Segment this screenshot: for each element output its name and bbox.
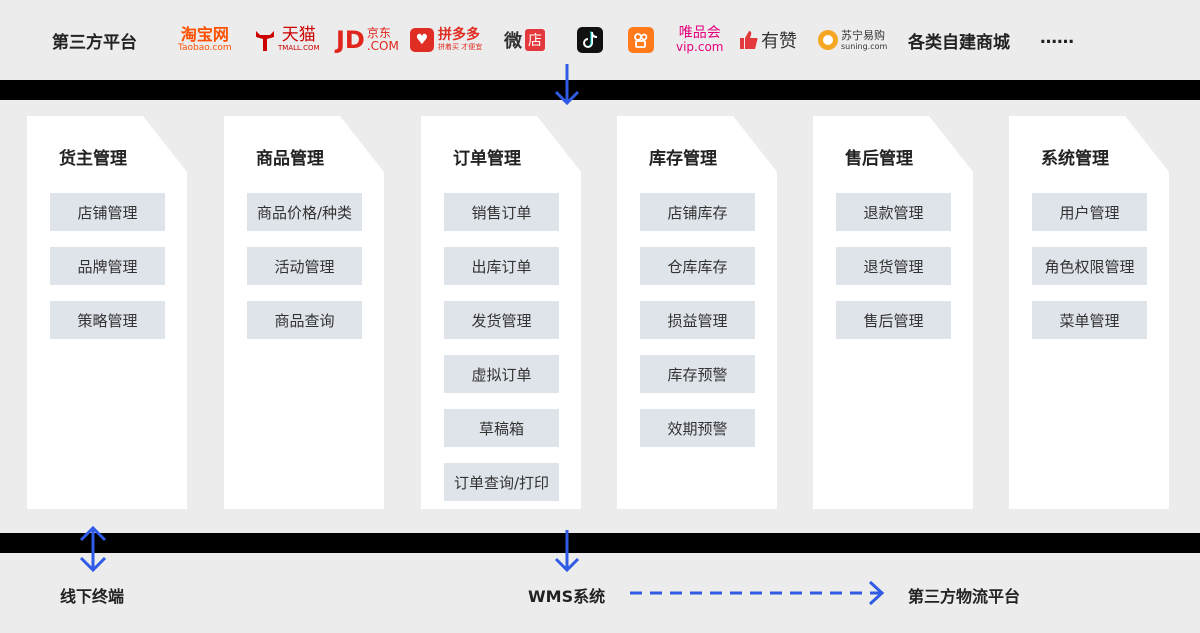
module-title: 货主管理 [59, 149, 127, 169]
tmall-cat-icon [256, 31, 274, 51]
third-party-platform-title: 第三方平台 [52, 33, 137, 53]
module-item-button[interactable]: 用户管理 [1032, 193, 1147, 231]
module-item-button[interactable]: 出库订单 [444, 247, 559, 285]
module-card: 系统管理用户管理角色权限管理菜单管理 [1009, 116, 1169, 509]
module-item-button[interactable]: 活动管理 [247, 247, 362, 285]
module-card: 商品管理商品价格/种类活动管理商品查询 [224, 116, 384, 509]
module-item-button[interactable]: 库存预警 [640, 355, 755, 393]
module-item-button[interactable]: 菜单管理 [1032, 301, 1147, 339]
module-item-button[interactable]: 损益管理 [640, 301, 755, 339]
module-item-button[interactable]: 品牌管理 [50, 247, 165, 285]
module-card: 货主管理店铺管理品牌管理策略管理 [27, 116, 187, 509]
card-corner-fold [1125, 116, 1169, 172]
pinduoduo-logo: ♥ 拼多多 拼着买 才便宜 [410, 22, 482, 58]
module-item-button[interactable]: 草稿箱 [444, 409, 559, 447]
weidian-logo: 微 店 [504, 22, 545, 58]
module-item-button[interactable]: 售后管理 [836, 301, 951, 339]
wms-system-label: WMS系统 [528, 587, 606, 606]
down-arrow-icon [554, 530, 580, 573]
youzan-logo: 苏宁易购 有赞 [739, 22, 797, 58]
module-item-button[interactable]: 角色权限管理 [1032, 247, 1147, 285]
more-ellipsis: …… [1040, 28, 1074, 48]
thumb-up-icon [740, 31, 758, 49]
card-corner-fold [537, 116, 581, 172]
module-item-button[interactable]: 退款管理 [836, 193, 951, 231]
jd-logo: JD 京东 .COM [336, 26, 399, 54]
offline-terminal-label: 线下终端 [60, 587, 125, 606]
tmall-logo: 天猫 TMALL.COM [254, 22, 320, 58]
module-item-button[interactable]: 退货管理 [836, 247, 951, 285]
pinduoduo-icon: ♥ [410, 28, 434, 52]
suning-lion-icon [818, 30, 838, 50]
module-item-button[interactable]: 商品价格/种类 [247, 193, 362, 231]
module-item-button[interactable]: 店铺管理 [50, 193, 165, 231]
module-item-button[interactable]: 商品查询 [247, 301, 362, 339]
module-item-button[interactable]: 虚拟订单 [444, 355, 559, 393]
module-item-button[interactable]: 订单查询/打印 [444, 463, 559, 501]
self-built-mall-label: 各类自建商城 [908, 33, 1010, 53]
module-card: 售后管理退款管理退货管理售后管理 [813, 116, 973, 509]
module-title: 库存管理 [649, 149, 717, 169]
card-corner-fold [733, 116, 777, 172]
module-title: 商品管理 [256, 149, 324, 169]
suning-logo: 苏宁易购 suning.com [818, 22, 887, 58]
bottom-bar [0, 533, 1200, 553]
module-item-button[interactable]: 店铺库存 [640, 193, 755, 231]
module-item-button[interactable]: 发货管理 [444, 301, 559, 339]
module-card: 订单管理销售订单出库订单发货管理虚拟订单草稿箱订单查询/打印 [421, 116, 581, 509]
top-bar [0, 80, 1200, 100]
card-corner-fold [929, 116, 973, 172]
module-item-button[interactable]: 仓库库存 [640, 247, 755, 285]
module-item-button[interactable]: 销售订单 [444, 193, 559, 231]
module-title: 系统管理 [1041, 149, 1109, 169]
vip-logo: 唯品会 vip.com [676, 25, 724, 54]
tiktok-icon [577, 22, 603, 58]
module-title: 订单管理 [453, 149, 521, 169]
module-card: 库存管理店铺库存仓库库存损益管理库存预警效期预警 [617, 116, 777, 509]
module-item-button[interactable]: 策略管理 [50, 301, 165, 339]
dashed-right-arrow-icon [630, 580, 885, 606]
up-down-arrow-icon [79, 525, 107, 573]
kuaishou-icon [628, 22, 654, 58]
logistics-platform-label: 第三方物流平台 [908, 587, 1021, 606]
taobao-logo: 淘宝网 Taobao.com [178, 24, 232, 53]
down-arrow-icon [554, 64, 580, 106]
card-corner-fold [340, 116, 384, 172]
module-item-button[interactable]: 效期预警 [640, 409, 755, 447]
card-corner-fold [143, 116, 187, 172]
module-title: 售后管理 [845, 149, 913, 169]
